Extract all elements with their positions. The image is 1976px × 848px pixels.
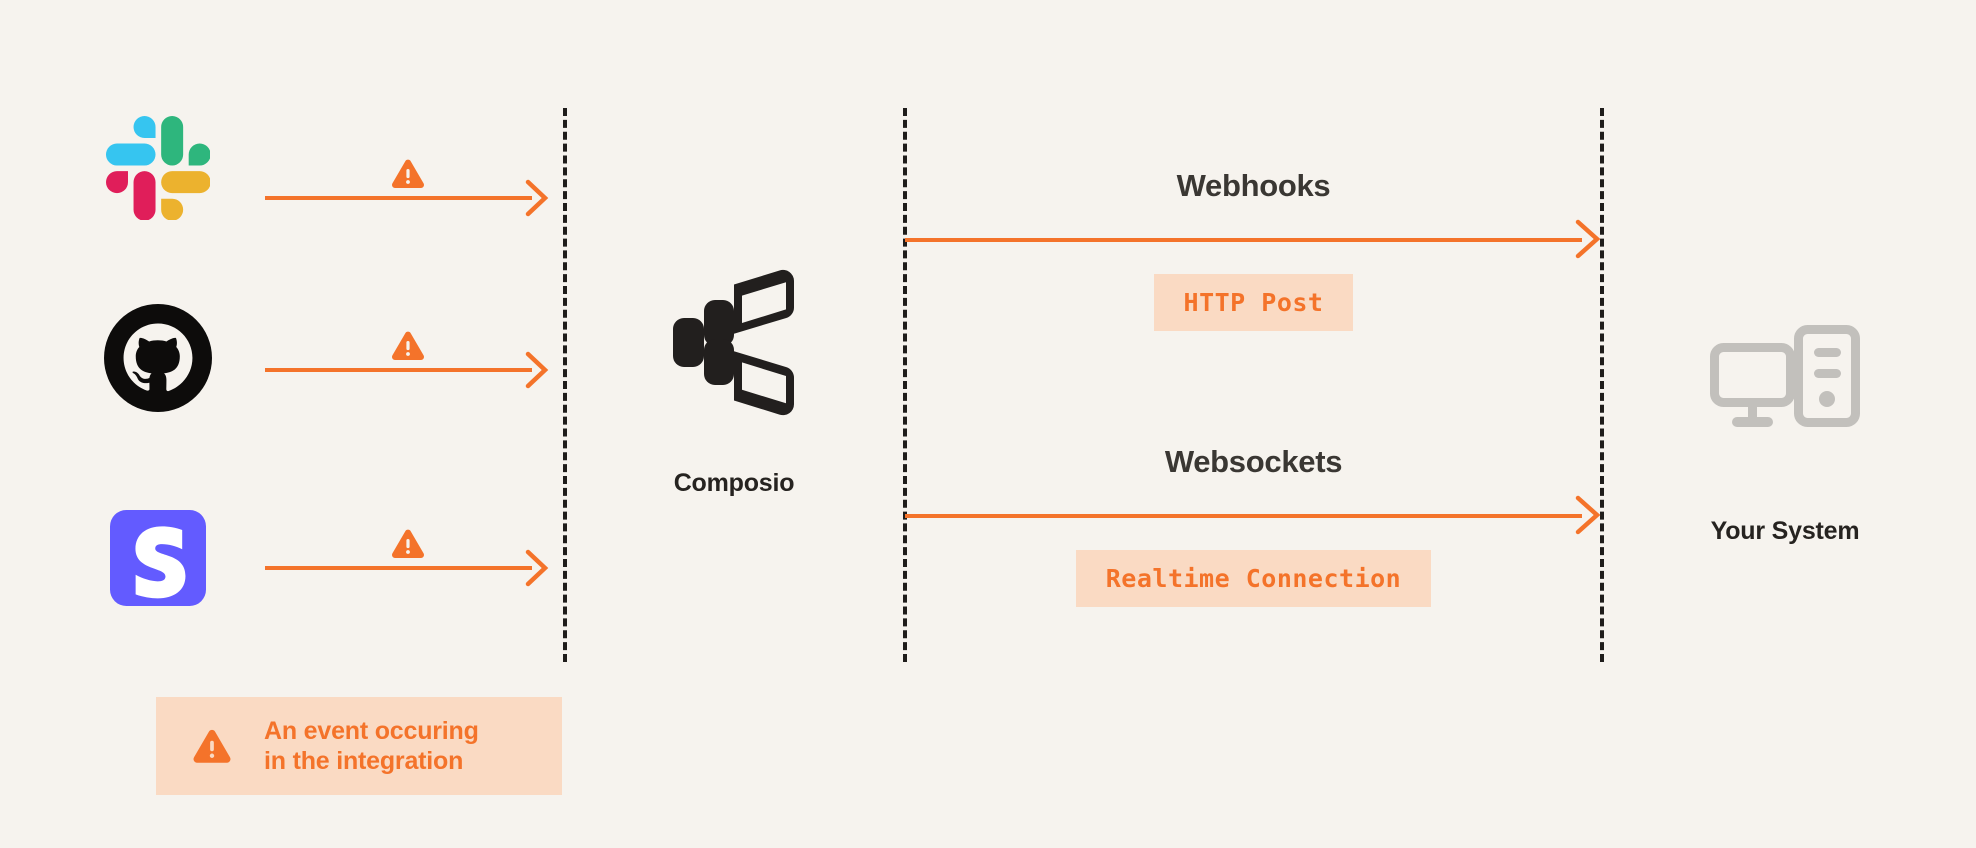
- channel-websockets: Websockets Realtime Connection: [905, 444, 1602, 607]
- arrow-shaft: [265, 566, 532, 570]
- desktop-computer-icon: [1710, 325, 1860, 427]
- channel-title: Webhooks: [1176, 168, 1331, 203]
- github-logo-icon: [104, 304, 212, 412]
- warning-triangle-icon: [193, 729, 231, 763]
- channel-tag-wrap: HTTP Post: [905, 274, 1602, 331]
- warning-triangle-icon: [391, 330, 425, 362]
- composio-label: Composio: [673, 469, 795, 497]
- event-arrow-github: [265, 310, 550, 389]
- legend-box: An event occuring in the integration: [156, 697, 562, 795]
- slack-logo-icon: [106, 116, 210, 220]
- channel-arrow: [905, 495, 1602, 536]
- channel-tag: HTTP Post: [1153, 274, 1354, 331]
- channel-webhooks: Webhooks HTTP Post: [905, 168, 1602, 331]
- arrow-shaft: [905, 514, 1582, 518]
- divider-line-middle: [903, 108, 907, 662]
- arrow-head-icon: [1574, 218, 1602, 260]
- composio-logo-icon: [673, 269, 794, 416]
- divider-line-left: [563, 108, 567, 662]
- stripe-logo-icon: [110, 510, 206, 606]
- arrow-shaft: [905, 238, 1582, 242]
- event-arrow-slack: [265, 138, 550, 217]
- arrow-head-icon: [524, 350, 550, 390]
- event-arrow-stripe: [265, 508, 550, 587]
- warning-triangle-icon: [391, 528, 425, 560]
- channel-tag: Realtime Connection: [1075, 550, 1432, 607]
- legend-text: An event occuring in the integration: [264, 716, 479, 776]
- warning-triangle-icon: [391, 158, 425, 190]
- divider-line-right: [1600, 108, 1604, 662]
- your-system-label: Your System: [1710, 517, 1860, 545]
- integration-logo-stripe: [100, 500, 216, 616]
- arrow-shaft: [265, 196, 532, 200]
- arrow-head-icon: [524, 548, 550, 588]
- arrow-shaft: [265, 368, 532, 372]
- channel-tag-wrap: Realtime Connection: [905, 550, 1602, 607]
- integration-logo-slack: [100, 110, 216, 226]
- integration-logo-github: [100, 300, 216, 416]
- arrow-head-icon: [524, 178, 550, 218]
- channel-title: Websockets: [1164, 444, 1343, 479]
- arrow-head-icon: [1574, 494, 1602, 536]
- channel-arrow: [905, 219, 1602, 260]
- your-system-node: Your System: [1690, 325, 1880, 546]
- composio-node: Composio: [640, 265, 828, 498]
